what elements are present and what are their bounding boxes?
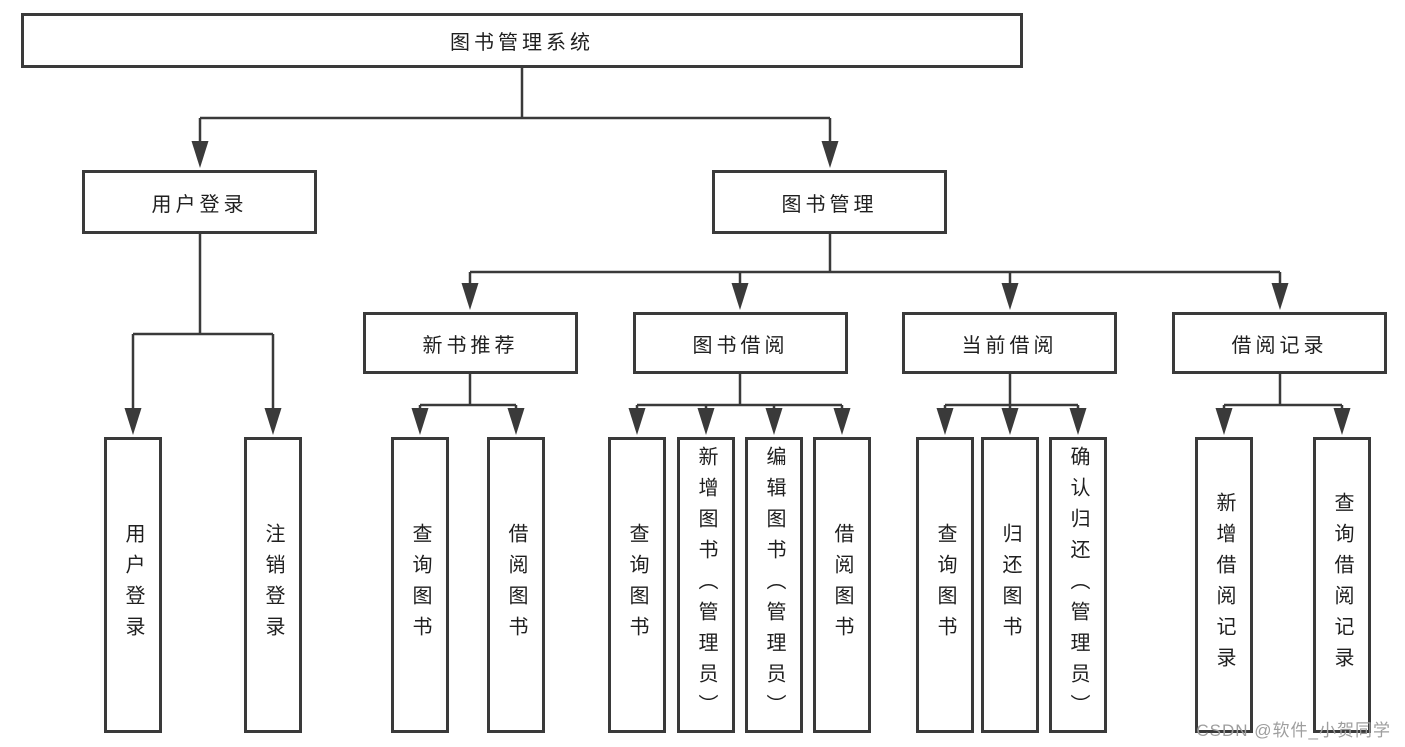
leaf-label: 归还图书 xyxy=(999,523,1021,647)
node-new-book-recommend: 新书推荐 xyxy=(363,312,578,374)
node-book-management: 图书管理 xyxy=(712,170,947,234)
leaf-user-login: 用户登录 xyxy=(104,437,162,733)
leaf-label: 借阅图书 xyxy=(831,523,853,647)
node-root: 图书管理系统 xyxy=(21,13,1023,68)
arrowhead-icons xyxy=(124,141,1351,435)
leaf-label: 确认归还（管理员） xyxy=(1067,445,1089,725)
node-book-borrow: 图书借阅 xyxy=(633,312,848,374)
leaf-label: 查询图书 xyxy=(409,523,431,647)
leaf-add-books-admin: 新增图书（管理员） xyxy=(677,437,735,733)
arrow-down-icon xyxy=(936,408,954,435)
leaf-label: 借阅图书 xyxy=(505,523,527,647)
leaf-label: 查询图书 xyxy=(934,523,956,647)
leaf-label: 编辑图书（管理员） xyxy=(763,445,785,725)
arrow-down-icon xyxy=(264,408,282,435)
csdn-watermark: CSDN @软件_小贺同学 xyxy=(1196,721,1391,740)
leaf-query-books-1: 查询图书 xyxy=(391,437,449,733)
leaf-query-borrow-record: 查询借阅记录 xyxy=(1313,437,1371,733)
arrow-down-icon xyxy=(833,408,851,435)
arrow-down-icon xyxy=(507,408,525,435)
node-borrow-records: 借阅记录 xyxy=(1172,312,1387,374)
arrow-down-icon xyxy=(124,408,142,435)
leaf-borrow-books-2: 借阅图书 xyxy=(813,437,871,733)
arrow-down-icon xyxy=(765,408,783,435)
arrow-down-icon xyxy=(821,141,839,168)
arrow-down-icon xyxy=(411,408,429,435)
arrow-down-icon xyxy=(1001,283,1019,310)
arrow-down-icon xyxy=(1001,408,1019,435)
arrow-down-icon xyxy=(697,408,715,435)
node-current-borrow: 当前借阅 xyxy=(902,312,1117,374)
leaf-query-books-3: 查询图书 xyxy=(916,437,974,733)
leaf-query-books-2: 查询图书 xyxy=(608,437,666,733)
leaf-confirm-return-admin: 确认归还（管理员） xyxy=(1049,437,1107,733)
leaf-add-borrow-record: 新增借阅记录 xyxy=(1195,437,1253,733)
node-user-login: 用户登录 xyxy=(82,170,317,234)
arrow-down-icon xyxy=(461,283,479,310)
arrow-down-icon xyxy=(1215,408,1233,435)
leaf-borrow-books-1: 借阅图书 xyxy=(487,437,545,733)
leaf-label: 查询借阅记录 xyxy=(1331,492,1353,678)
arrow-down-icon xyxy=(731,283,749,310)
arrow-down-icon xyxy=(1333,408,1351,435)
arrow-down-icon xyxy=(628,408,646,435)
leaf-label: 用户登录 xyxy=(122,523,144,647)
leaf-edit-books-admin: 编辑图书（管理员） xyxy=(745,437,803,733)
arrow-down-icon xyxy=(191,141,209,168)
leaf-label: 查询图书 xyxy=(626,523,648,647)
arrow-down-icon xyxy=(1069,408,1087,435)
leaf-label: 新增借阅记录 xyxy=(1213,492,1235,678)
leaf-label: 新增图书（管理员） xyxy=(695,445,717,725)
leaf-return-books: 归还图书 xyxy=(981,437,1039,733)
leaf-logout: 注销登录 xyxy=(244,437,302,733)
arrow-down-icon xyxy=(1271,283,1289,310)
leaf-label: 注销登录 xyxy=(262,523,284,647)
